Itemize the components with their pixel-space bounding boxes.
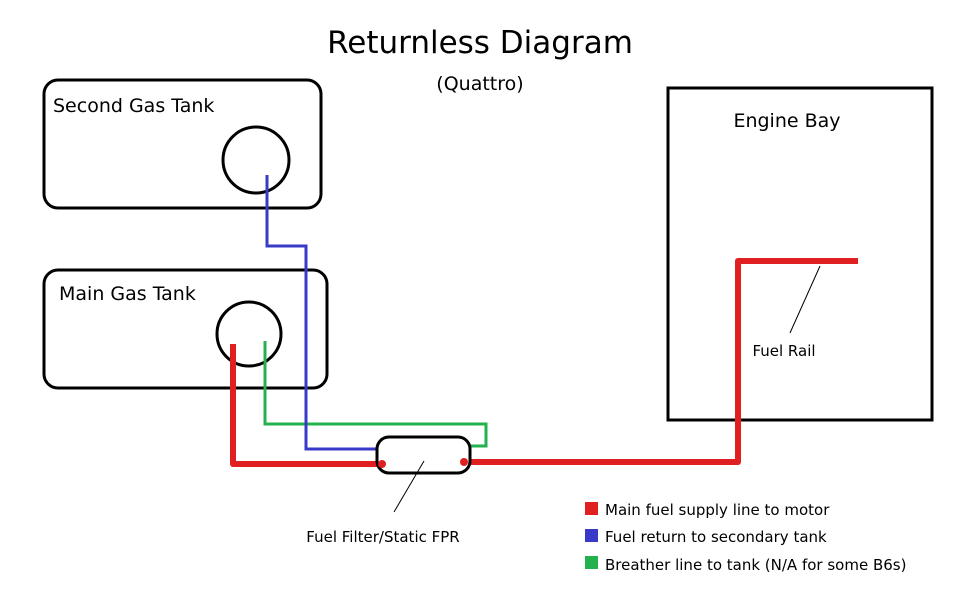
return-line [265, 175, 380, 451]
filter-outlet [460, 458, 468, 466]
main-gas-tank [42, 268, 329, 390]
fuel-rail-label: Fuel Rail [752, 342, 815, 360]
engine-bay [666, 86, 934, 422]
legend-item-return: Fuel return to secondary tank [585, 528, 827, 546]
legend: Main fuel supply line to motor Fuel retu… [585, 501, 906, 574]
supply-line-filter-to-rail [464, 258, 858, 465]
diagram-title: Returnless Diagram [327, 25, 633, 61]
legend-swatch-supply [585, 502, 598, 515]
second-gas-tank-label: Second Gas Tank [53, 95, 214, 117]
engine-bay-label: Engine Bay [733, 110, 840, 132]
main-gas-tank-label: Main Gas Tank [59, 283, 196, 305]
diagram-subtitle: (Quattro) [436, 73, 523, 95]
legend-item-breather: Breather line to tank (N/A for some B6s) [585, 556, 906, 574]
legend-label-breather: Breather line to tank (N/A for some B6s) [605, 556, 906, 574]
filter-inlet [378, 460, 386, 468]
supply-line-tank-to-filter [230, 344, 382, 467]
second-gas-tank [42, 78, 323, 210]
legend-item-supply: Main fuel supply line to motor [585, 501, 830, 519]
legend-label-supply: Main fuel supply line to motor [605, 501, 830, 519]
second-tank-pump [221, 125, 291, 195]
legend-label-return: Fuel return to secondary tank [605, 528, 827, 546]
fuel-rail-pointer [789, 265, 821, 334]
breather-line [263, 341, 488, 448]
fuel-filter-label: Fuel Filter/Static FPR [306, 528, 459, 546]
fuel-filter-pointer [393, 460, 425, 513]
legend-swatch-breather [585, 556, 598, 569]
fuel-filter [375, 435, 472, 475]
legend-swatch-return [585, 529, 598, 542]
main-tank-pump [215, 300, 283, 368]
